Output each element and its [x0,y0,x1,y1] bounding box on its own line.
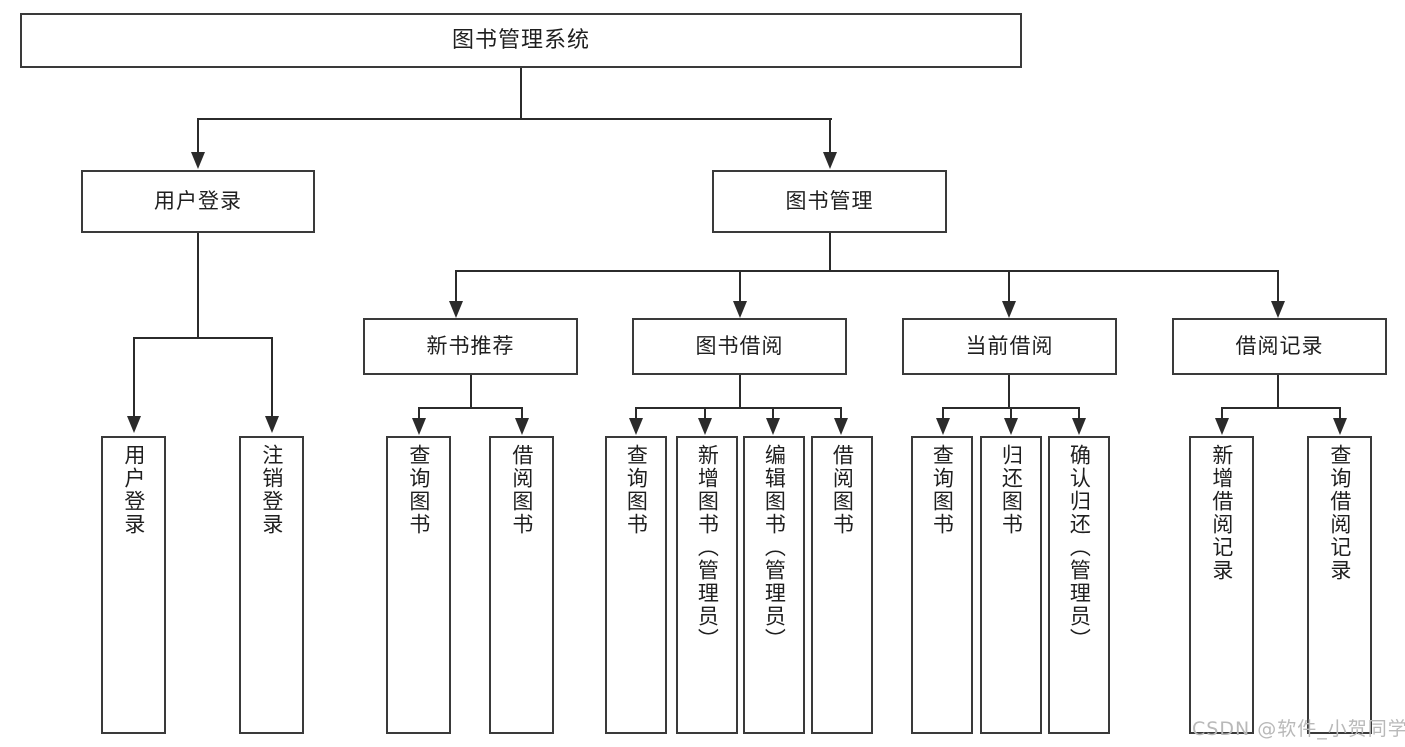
node-label: 借阅图书 [830,444,855,536]
connector-drop-new-book [455,270,457,302]
connector-drop-book-borrow-leaf-0 [635,407,637,419]
connector-book-management-stem [829,233,831,270]
arrowhead-current-borrow-leaf-0 [936,418,950,435]
arrowhead-book-borrow-leaf-1 [698,418,712,435]
node-user-login[interactable]: 用户登录 [81,170,315,233]
leaf-return-book[interactable]: 归还图书 [980,436,1042,734]
arrowhead-user-login [191,152,205,169]
arrowhead-borrow-record-leaf-1 [1333,418,1347,435]
connector-drop-borrow-record-leaf-1 [1339,407,1341,419]
leaf-edit-book-admin[interactable]: 编辑图书（管理员） [743,436,805,734]
node-label: 查询图书 [930,444,955,536]
connector-borrow-record-stem [1277,375,1279,407]
node-label: 新增借阅记录 [1209,444,1234,582]
leaf-add-borrow-record[interactable]: 新增借阅记录 [1189,436,1254,734]
connector-drop-book-borrow-leaf-3 [840,407,842,419]
node-label: 查询图书 [406,444,431,536]
connector-drop-borrow-record-leaf-0 [1221,407,1223,419]
node-root-book-management-system[interactable]: 图书管理系统 [20,13,1022,68]
leaf-user-login[interactable]: 用户登录 [101,436,166,734]
connector-drop-user-login [197,118,199,153]
connector-bus-new-book-leaves [419,407,523,409]
node-borrow-record[interactable]: 借阅记录 [1172,318,1387,375]
node-label: 借阅图书 [509,444,534,536]
arrowhead-new-book-leaf-0 [412,418,426,435]
arrowhead-book-borrow [733,301,747,318]
node-book-borrow[interactable]: 图书借阅 [632,318,847,375]
leaf-confirm-return-admin[interactable]: 确认归还（管理员） [1048,436,1110,734]
connector-drop-book-borrow-leaf-1 [704,407,706,419]
watermark-csdn: CSDN @软件_小贺同学 [1192,718,1405,740]
node-label: 新增图书（管理员） [695,444,720,651]
leaf-borrow-book[interactable]: 借阅图书 [811,436,873,734]
arrowhead-current-borrow-leaf-1 [1004,418,1018,435]
node-book-management[interactable]: 图书管理 [712,170,947,233]
connector-drop-current-borrow-leaf-0 [942,407,944,419]
connector-drop-user-login-leaf-0 [133,337,135,417]
connector-drop-new-book-leaf-0 [418,407,420,419]
arrowhead-book-borrow-leaf-3 [834,418,848,435]
connector-new-book-stem [470,375,472,407]
connector-drop-book-management [829,118,831,153]
node-label: 注销登录 [259,444,284,536]
arrowhead-book-borrow-leaf-2 [766,418,780,435]
node-label: 借阅记录 [1235,334,1324,359]
connector-drop-current-borrow-leaf-1 [1010,407,1012,419]
connector-drop-current-borrow [1008,270,1010,302]
arrowhead-user-login-leaf-0 [127,416,141,433]
node-label: 图书管理 [785,189,874,214]
leaf-add-book-admin[interactable]: 新增图书（管理员） [676,436,738,734]
node-label: 编辑图书（管理员） [762,444,787,651]
node-label: 确认归还（管理员） [1067,444,1092,651]
node-label: 用户登录 [121,444,146,536]
connector-user-login-stem [197,233,199,337]
arrowhead-borrow-record-leaf-0 [1215,418,1229,435]
connector-drop-book-borrow-leaf-2 [772,407,774,419]
connector-book-borrow-stem [739,375,741,407]
leaf-query-book-borrow[interactable]: 查询图书 [605,436,667,734]
connector-bus-borrow-record-leaves [1222,407,1340,409]
arrowhead-book-management [823,152,837,169]
node-label: 图书借阅 [695,334,784,359]
leaf-query-borrow-record[interactable]: 查询借阅记录 [1307,436,1372,734]
arrowhead-current-borrow-leaf-2 [1072,418,1086,435]
node-label: 用户登录 [154,189,242,214]
connector-bus-book-borrow-leaves [636,407,842,409]
arrowhead-borrow-record [1271,301,1285,318]
leaf-query-book-recommend[interactable]: 查询图书 [386,436,451,734]
arrowhead-user-login-leaf-1 [265,416,279,433]
arrowhead-new-book [449,301,463,318]
connector-bus-level3 [456,270,1279,272]
node-label: 查询借阅记录 [1327,444,1352,582]
node-current-borrow[interactable]: 当前借阅 [902,318,1117,375]
arrowhead-book-borrow-leaf-0 [629,418,643,435]
node-label: 查询图书 [624,444,649,536]
connector-drop-book-borrow [739,270,741,302]
leaf-borrow-book-recommend[interactable]: 借阅图书 [489,436,554,734]
connector-root-stem [520,68,522,118]
leaf-query-book-current[interactable]: 查询图书 [911,436,973,734]
connector-bus-level2 [198,118,832,120]
connector-current-borrow-stem [1008,375,1010,407]
node-label: 图书管理系统 [451,27,590,53]
connector-bus-user-login-leaves [134,337,273,339]
leaf-logout[interactable]: 注销登录 [239,436,304,734]
connector-drop-new-book-leaf-1 [521,407,523,419]
node-label: 归还图书 [999,444,1024,536]
connector-drop-current-borrow-leaf-2 [1078,407,1080,419]
connector-drop-user-login-leaf-1 [271,337,273,417]
connector-drop-borrow-record [1277,270,1279,302]
node-new-book-recommend[interactable]: 新书推荐 [363,318,578,375]
node-label: 当前借阅 [965,334,1054,359]
arrowhead-new-book-leaf-1 [515,418,529,435]
arrowhead-current-borrow [1002,301,1016,318]
node-label: 新书推荐 [426,334,515,359]
